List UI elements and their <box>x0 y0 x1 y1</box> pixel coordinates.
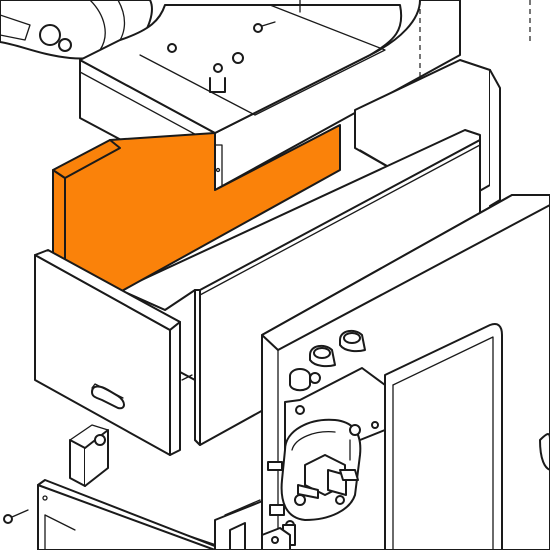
knob-icon <box>339 329 366 353</box>
knob-icon <box>309 344 336 368</box>
gas-valve <box>267 418 362 546</box>
control-knobs <box>289 329 366 392</box>
front-panel <box>34 249 181 456</box>
screw-icon <box>3 509 29 524</box>
insulation-top <box>52 139 121 179</box>
grommet-icon <box>261 527 291 550</box>
control-housing <box>214 499 266 550</box>
screw-icon <box>253 21 276 33</box>
lower-left-panel <box>37 424 226 550</box>
nut-icon <box>289 368 321 392</box>
door-window <box>384 323 503 550</box>
handle-slot <box>91 385 125 410</box>
insulation-side <box>52 169 66 266</box>
insulation-block <box>52 124 341 293</box>
